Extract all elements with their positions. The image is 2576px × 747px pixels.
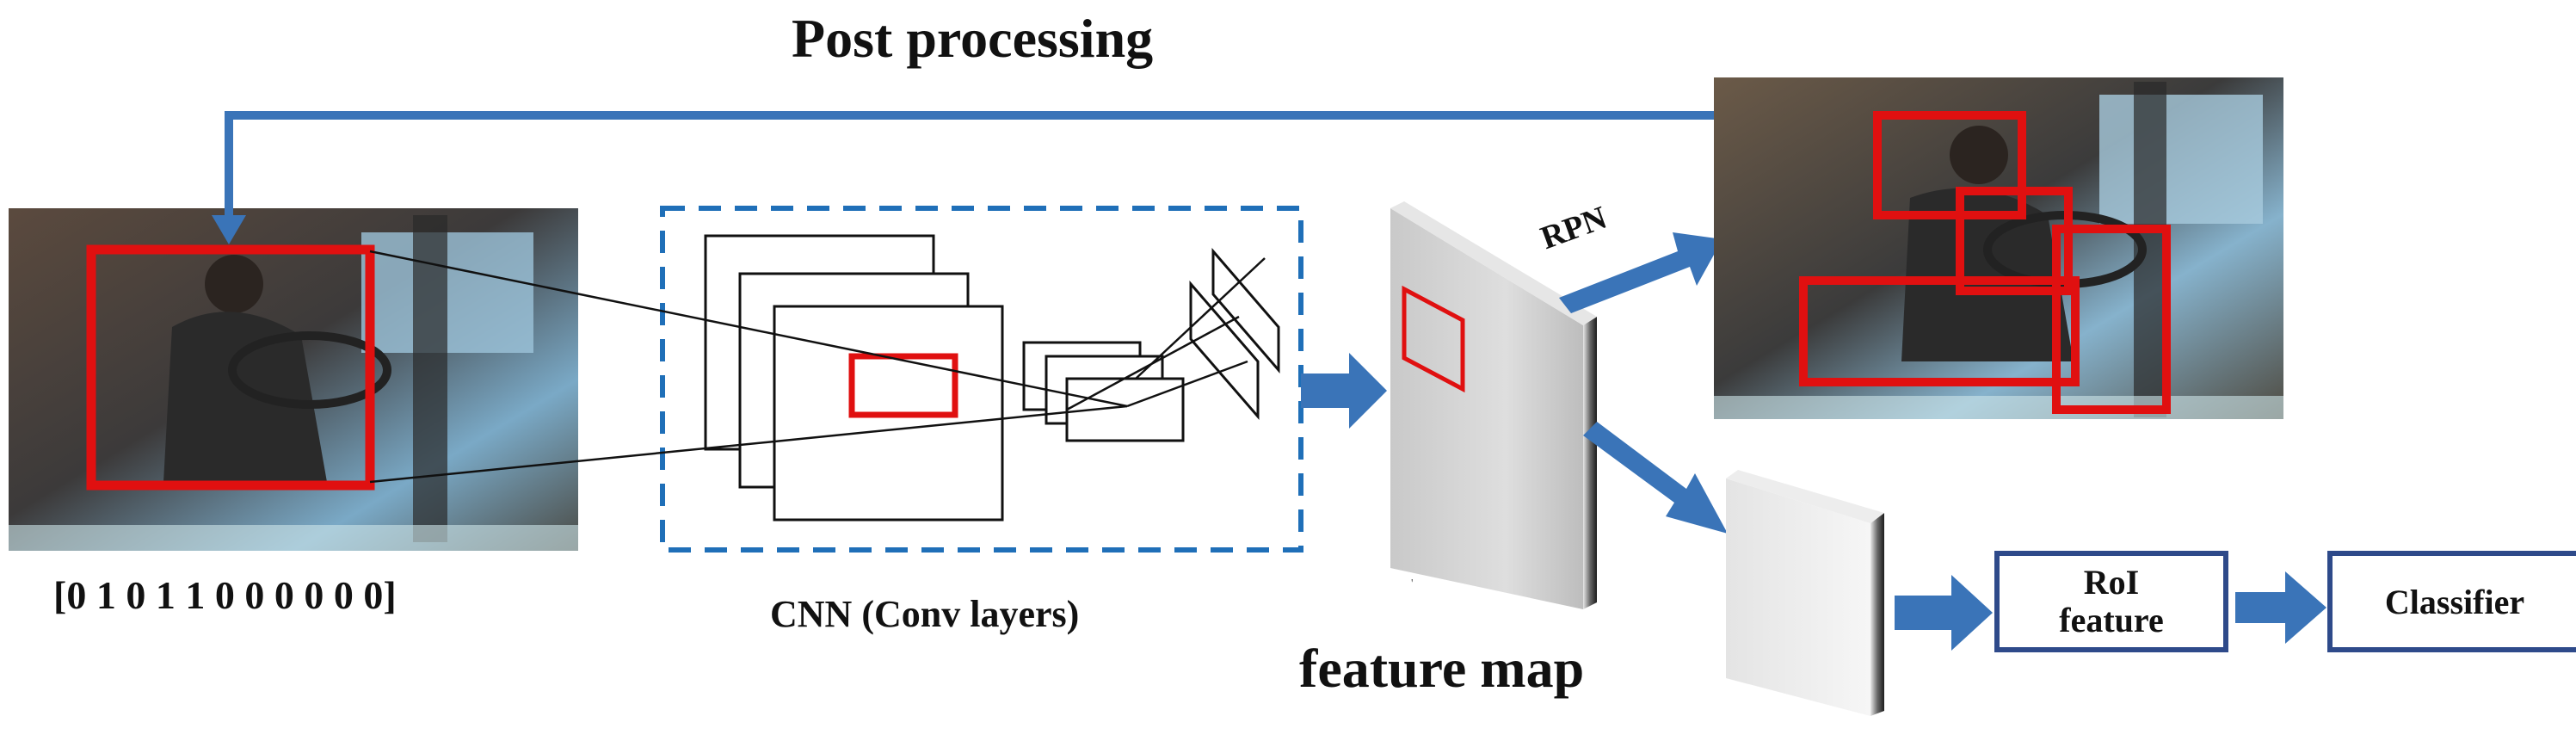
classifier-box: Classifier (2327, 551, 2576, 652)
input-detection-box (86, 244, 375, 491)
post-processing-arrowhead (212, 215, 246, 244)
arrow-cnn-to-feature-map (1301, 353, 1387, 429)
title-post-processing: Post processing (792, 8, 1154, 69)
arrow-slab-to-roi-feature (1895, 575, 1993, 651)
arrow-rpn (1559, 232, 1722, 313)
small-mark: ' (1411, 577, 1414, 590)
label-cnn: CNN (Conv layers) (770, 593, 1080, 635)
input-driver-photo (9, 208, 578, 551)
feature-map-slab (1390, 201, 1597, 609)
projection-lines (369, 250, 1266, 484)
output-detection-photo (1714, 77, 2283, 419)
label-feature-map: feature map (1299, 638, 1585, 699)
arrow-feature-map-to-roi (1583, 422, 1728, 534)
output-detection-boxes (1799, 111, 2171, 414)
cnn-roi-box (848, 353, 958, 418)
post-processing-arrow (225, 111, 1714, 222)
label-vector: [0 1 0 1 1 0 0 0 0 0 0] (53, 573, 397, 617)
arrow-roi-to-classifier (2235, 571, 2326, 644)
roi-pooled-slab (1726, 470, 1884, 716)
